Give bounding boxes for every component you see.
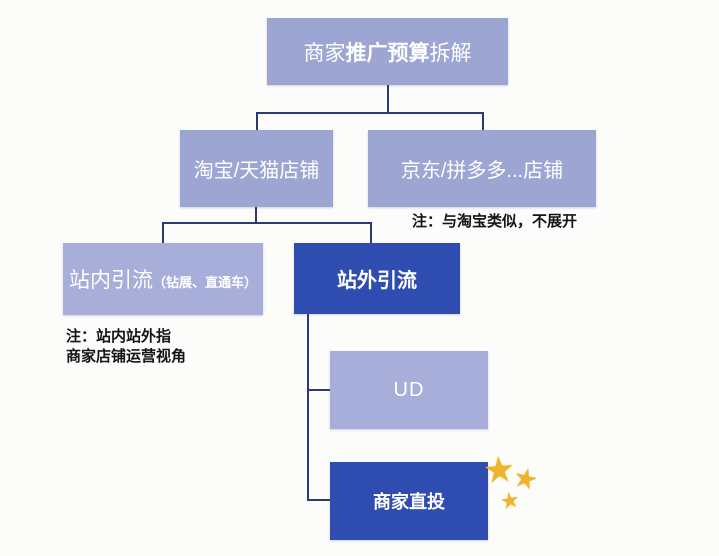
connector-ud-branch bbox=[307, 389, 331, 391]
node-onsite-traffic: 站内引流（钻展、直通车） bbox=[63, 243, 263, 315]
label-main: 站内引流 bbox=[68, 269, 153, 292]
connector-onsite-drop bbox=[162, 222, 164, 244]
note-jd-similar: 注：与淘宝类似，不展开 bbox=[412, 213, 578, 230]
connector-offsite-drop bbox=[370, 222, 372, 244]
node-merchant-direct: 商家直投 bbox=[330, 462, 488, 540]
label-segment-normal: 拆解 bbox=[429, 41, 472, 65]
label-segment-normal: 商家 bbox=[303, 41, 346, 65]
connector-taobao-stem bbox=[255, 206, 257, 224]
star-icon: ★ bbox=[497, 486, 522, 515]
node-budget-breakdown: 商家推广预算拆解 bbox=[267, 18, 508, 85]
node-label: 商家推广预算拆解 bbox=[304, 37, 472, 67]
note-line-1: 注：站内站外指 bbox=[66, 328, 172, 345]
connector-jd-drop bbox=[482, 112, 484, 131]
node-label: 淘宝/天猫店铺 bbox=[193, 160, 320, 182]
note-onsite-perspective: 注：站内站外指 商家店铺运营视角 bbox=[66, 327, 186, 367]
node-label: 站内引流（钻展、直通车） bbox=[69, 264, 257, 294]
connector-root-stem bbox=[387, 85, 389, 114]
label-sub: （钻展、直通车） bbox=[152, 275, 257, 290]
note-line-2: 商家店铺运营视角 bbox=[66, 348, 187, 365]
node-label: 京东/拼多多...店铺 bbox=[400, 160, 564, 182]
node-offsite-traffic: 站外引流 bbox=[294, 243, 460, 314]
connector-offsite-stem bbox=[307, 314, 309, 501]
node-label: 商家直投 bbox=[373, 492, 445, 512]
node-label: UD bbox=[393, 378, 425, 401]
label-segment-bold: 推广预算 bbox=[345, 41, 430, 65]
node-taobao-tmall-store: 淘宝/天猫店铺 bbox=[180, 130, 333, 207]
connector-taobao-drop bbox=[256, 112, 258, 131]
connector-direct-branch bbox=[307, 499, 331, 501]
node-jd-pdd-store: 京东/拼多多...店铺 bbox=[368, 130, 596, 207]
connector-level3-crossbar bbox=[162, 222, 372, 224]
connector-level2-crossbar bbox=[256, 112, 484, 114]
node-label: 站外引流 bbox=[337, 270, 417, 292]
node-ud: UD bbox=[330, 351, 488, 429]
